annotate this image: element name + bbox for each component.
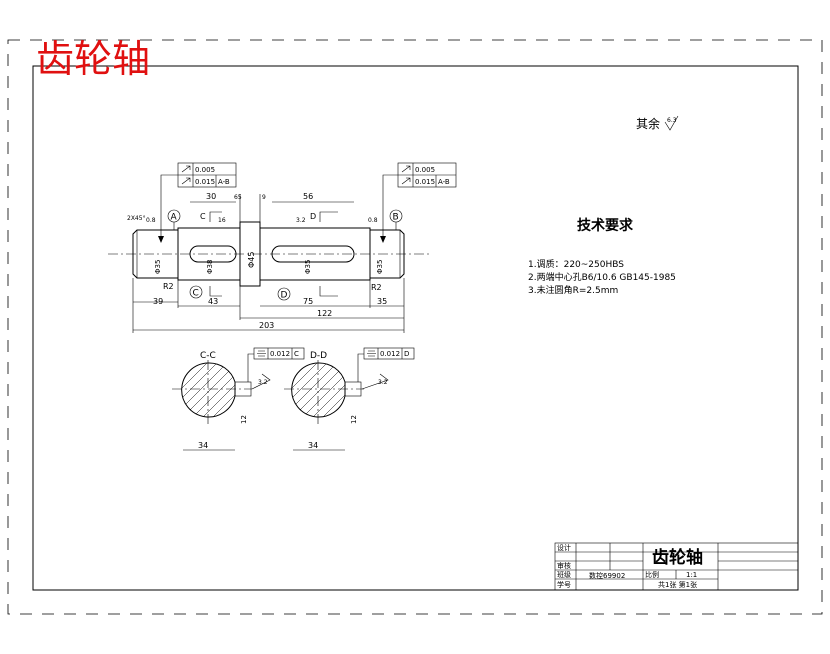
shaft-main-view	[108, 221, 430, 287]
dim-dia-35b: Φ35	[304, 260, 312, 274]
dim-122: 122	[317, 309, 332, 318]
svg-text:A: A	[171, 213, 178, 223]
dim-key-12b: 12	[350, 415, 358, 424]
cut-marker-c: C	[200, 211, 222, 297]
rough-32-d: 3.2	[378, 379, 388, 386]
symmetry-icon	[367, 350, 376, 357]
tech-req-item-2: 2.两端中心孔B6/10.6 GB145-1985	[528, 271, 676, 283]
svg-text:D: D	[281, 291, 288, 301]
cut-marker-d: D	[310, 211, 338, 297]
svg-text:C: C	[193, 289, 199, 299]
dim-203: 203	[259, 321, 274, 330]
svg-text:0.012: 0.012	[270, 350, 290, 358]
tol-left-value-1: 0.005	[195, 166, 215, 174]
rough-32-c: 3.2	[258, 379, 268, 386]
svg-text:C: C	[200, 212, 206, 221]
dim-dia-38: Φ38	[206, 260, 214, 274]
tol-right-value-2: 0.015	[415, 178, 435, 186]
runout-icon	[181, 177, 191, 185]
title-block-scale-value: 1:1	[686, 571, 697, 579]
tech-req-item-3: 3.未注圆角R=2.5mm	[528, 284, 618, 296]
dim-sec-34a: 34	[198, 441, 208, 450]
tolerance-frame-left: 0.005 0.015 A-B	[158, 162, 237, 243]
dim-43: 43	[208, 297, 218, 306]
title-block-name: 齿轮轴	[652, 547, 703, 568]
dim-dia-45: Φ45	[247, 252, 256, 268]
tol-left-datum: A-B	[218, 178, 230, 186]
section-label-c: C-C	[200, 351, 216, 361]
watermark-title: 齿轮轴	[36, 37, 150, 81]
runout-icon	[401, 165, 411, 173]
section-label-d: D-D	[310, 351, 327, 361]
dim-9: 9	[262, 194, 266, 201]
symmetry-icon	[257, 350, 266, 357]
title-block: 设计 审核 班级 学号 数控69902 齿轮轴 比例 1:1 共1张 第1张	[554, 542, 799, 591]
title-block-class-value: 数控69902	[589, 571, 625, 580]
runout-icon	[401, 177, 411, 185]
general-roughness-note: 其余 6.3	[636, 115, 679, 131]
dim-chamfer: 2X45°	[127, 215, 146, 222]
dim-30: 30	[206, 192, 216, 201]
title-block-id-label: 学号	[557, 580, 571, 589]
dim-56: 56	[303, 192, 313, 201]
svg-text:D: D	[310, 212, 316, 221]
svg-text:0.012: 0.012	[380, 350, 400, 358]
dimensions: 30 65 9 56 2X45° Φ35 Φ38 Φ45 Φ35 Φ35 R2 …	[127, 192, 405, 333]
datum-c-marker: C	[189, 285, 203, 299]
technical-requirements: 技术要求 1.调质：220~250HBS 2.两端中心孔B6/10.6 GB14…	[528, 217, 676, 296]
title-block-scale-label: 比例	[645, 570, 659, 579]
dim-65: 65	[234, 194, 242, 201]
svg-text:B: B	[393, 213, 399, 223]
tol-left-value-2: 0.015	[195, 178, 215, 186]
dim-r2-right: R2	[371, 283, 382, 292]
datum-b-marker: B	[389, 209, 403, 230]
svg-text:C: C	[294, 350, 299, 358]
rough-16: 16	[218, 217, 226, 224]
rough-3-2: 3.2	[296, 217, 306, 224]
dim-75: 75	[303, 297, 313, 306]
keyway-right	[271, 245, 355, 263]
runout-icon	[181, 165, 191, 173]
rough-08b: 0.8	[368, 217, 378, 224]
datum-d-marker: D	[277, 287, 291, 301]
tol-right-datum: A-B	[438, 178, 450, 186]
dim-key-12a: 12	[240, 415, 248, 424]
title-block-sheet-info: 共1张 第1张	[658, 580, 697, 589]
tol-right-value-1: 0.005	[415, 166, 435, 174]
title-block-design-label: 设计	[557, 543, 571, 552]
dim-r2-left: R2	[163, 282, 174, 291]
roughness-symbol-icon	[664, 115, 679, 131]
drawing-frame	[32, 65, 799, 591]
dim-35: 35	[377, 297, 387, 306]
keyway-left	[189, 245, 237, 263]
datum-a-marker: A	[167, 209, 181, 230]
outer-trim-border	[7, 39, 823, 615]
rough-08a: 0.8	[146, 217, 156, 224]
dim-sec-34b: 34	[308, 441, 318, 450]
tolerance-frame-right: 0.005 0.015 A-B	[380, 162, 457, 243]
dim-dia-35c: Φ35	[376, 260, 384, 274]
title-block-review-label: 审核	[557, 561, 571, 570]
roughness-note-value: 6.3	[667, 117, 677, 124]
dim-dia-35a: Φ35	[154, 260, 162, 274]
dim-39: 39	[153, 297, 163, 306]
svg-text:D: D	[404, 350, 409, 358]
roughness-note-label: 其余	[636, 116, 660, 131]
tech-req-title: 技术要求	[577, 217, 634, 234]
tech-req-item-1: 1.调质：220~250HBS	[528, 258, 624, 270]
title-block-class-label: 班级	[557, 570, 571, 579]
